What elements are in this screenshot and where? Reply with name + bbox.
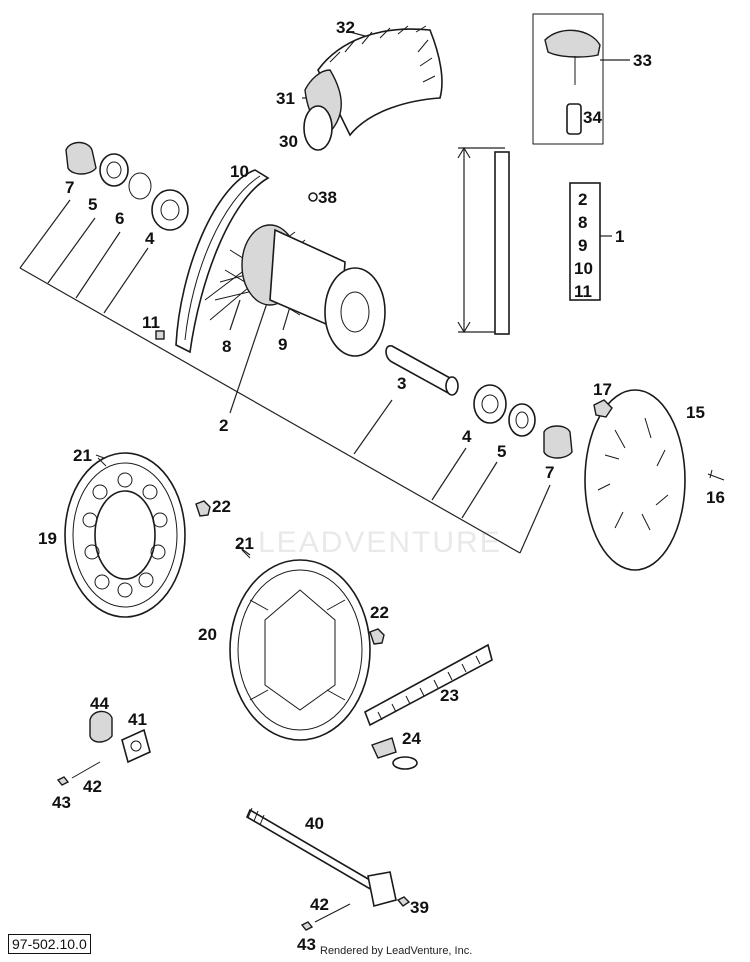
tire-icon xyxy=(303,25,443,151)
callout-39: 39 xyxy=(410,898,429,917)
rear-axle-icon xyxy=(245,807,411,931)
footer-credit: Rendered by LeadVenture, Inc. xyxy=(320,945,473,957)
callout-8: 8 xyxy=(222,337,231,356)
callout-23: 23 xyxy=(440,686,459,705)
valve-icon xyxy=(532,13,604,145)
small-fasteners-icon xyxy=(155,192,318,340)
callout-labels: 32 31 30 33 34 10 38 7 5 6 4 11 8 9 2 3 … xyxy=(38,18,725,954)
sprocket-20-icon xyxy=(229,549,385,741)
callout-21b: 21 xyxy=(235,534,254,553)
chain-icon xyxy=(364,643,493,770)
sprocket-19-icon xyxy=(64,452,211,618)
callout-7: 7 xyxy=(65,178,74,197)
callout-5b: 5 xyxy=(497,442,506,461)
brake-disc-icon xyxy=(584,389,725,571)
axle-sleeve-icon xyxy=(385,345,459,396)
callout-32: 32 xyxy=(336,18,355,37)
callout-42: 42 xyxy=(83,777,102,796)
callout-4: 4 xyxy=(145,229,155,248)
right-bearings-icon xyxy=(473,384,573,459)
watermark: LEADVENTURE xyxy=(258,526,502,559)
callout-34: 34 xyxy=(583,108,602,127)
callout-41: 41 xyxy=(128,710,147,729)
callout-40: 40 xyxy=(305,814,324,833)
callout-43b: 43 xyxy=(297,935,316,954)
callout-11: 11 xyxy=(142,313,160,332)
callout-20: 20 xyxy=(198,625,217,644)
chain-guide-parts-icon xyxy=(56,710,151,786)
callout-21: 21 xyxy=(73,446,92,465)
callout-15: 15 xyxy=(686,403,705,422)
callout-31: 31 xyxy=(276,89,295,108)
kit-number: 9 xyxy=(578,236,587,255)
callout-33: 33 xyxy=(633,51,652,70)
callout-44: 44 xyxy=(90,694,109,713)
dimension-arrow xyxy=(457,146,510,335)
kit-group-label: 1 xyxy=(615,227,624,246)
callout-43: 43 xyxy=(52,793,71,812)
kit-number: 8 xyxy=(578,213,587,232)
callout-4b: 4 xyxy=(462,427,472,446)
kit-number: 11 xyxy=(574,282,592,301)
callout-2: 2 xyxy=(219,416,228,435)
reference-code: 97-502.10.0 xyxy=(8,934,91,954)
callout-9: 9 xyxy=(278,335,287,354)
rim-icon xyxy=(175,169,270,354)
callout-38: 38 xyxy=(318,188,337,207)
callout-24: 24 xyxy=(402,729,421,748)
callout-19: 19 xyxy=(38,529,57,548)
callout-30: 30 xyxy=(279,132,298,151)
hub-icon xyxy=(204,224,386,357)
callout-17: 17 xyxy=(593,380,612,399)
kit-number: 2 xyxy=(578,190,587,209)
callout-42b: 42 xyxy=(310,895,329,914)
callout-16: 16 xyxy=(706,488,725,507)
callout-22: 22 xyxy=(212,497,231,516)
callout-10: 10 xyxy=(230,162,249,181)
callout-6: 6 xyxy=(115,209,124,228)
callout-7b: 7 xyxy=(545,463,554,482)
kit-number: 10 xyxy=(574,259,593,278)
callout-3: 3 xyxy=(397,374,406,393)
callout-22b: 22 xyxy=(370,603,389,622)
left-bearings-icon xyxy=(65,141,189,231)
callout-5: 5 xyxy=(88,195,97,214)
kit-number-list: 2 8 9 10 11 1 xyxy=(569,182,624,301)
